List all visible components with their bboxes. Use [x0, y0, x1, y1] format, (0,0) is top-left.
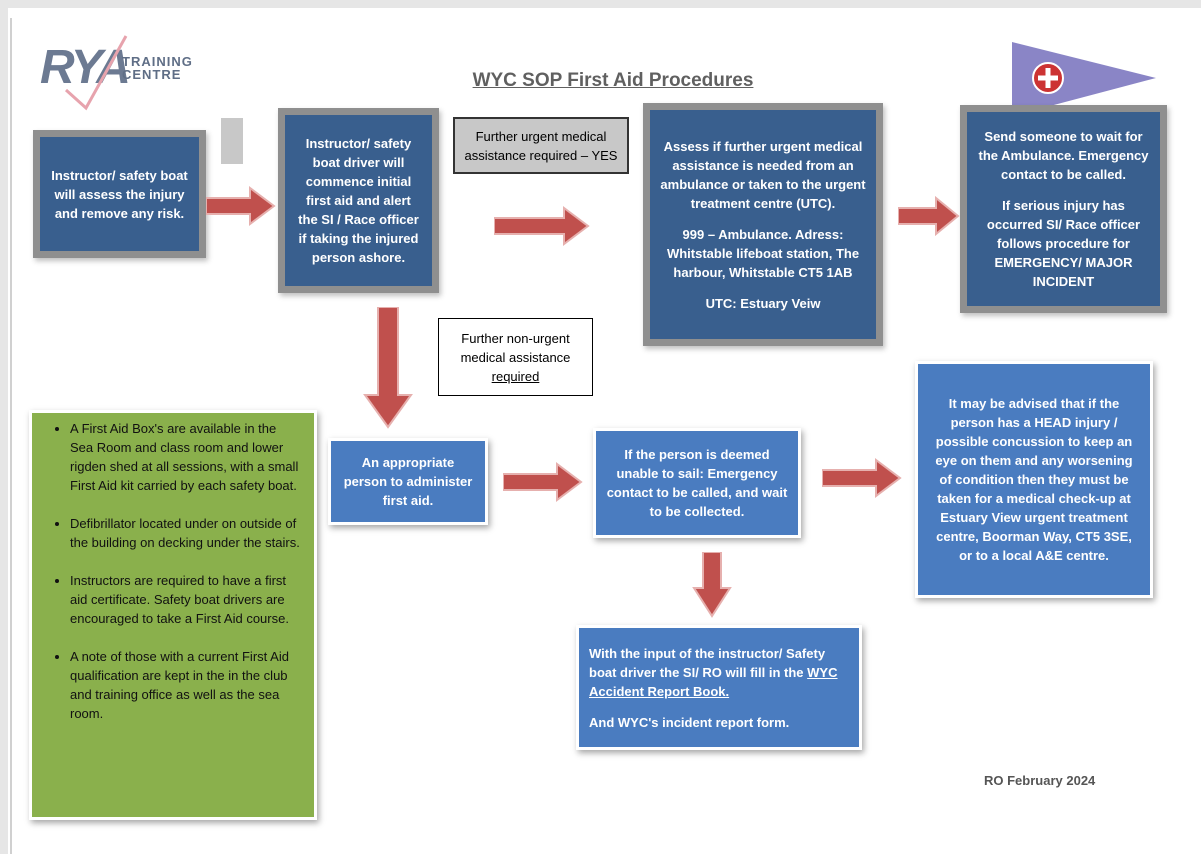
arrow-right-icon [822, 458, 902, 498]
arrow-right-icon [503, 462, 583, 502]
first-aid-notes-panel: A First Aid Box's are available in the S… [29, 410, 317, 820]
arrow-right-icon [206, 186, 276, 226]
gray-marker [221, 118, 243, 164]
urgent-assistance-label: Further urgent medical assistance requir… [453, 117, 629, 174]
appropriate-person-box: An appropriate person to administer firs… [328, 438, 488, 525]
ambulance-para-3: UTC: Estuary Veiw [705, 295, 821, 311]
checkmark-icon [64, 35, 128, 111]
page-edge-line [10, 18, 12, 854]
wait-para-1: Send someone to wait for the Ambulance. … [978, 129, 1149, 182]
arrow-down-icon [692, 552, 732, 618]
logo-line2: CENTRE [122, 67, 182, 82]
ambulance-assessment-box: Assess if further urgent medical assista… [643, 103, 883, 346]
assess-injury-text: Instructor/ safety boat will assess the … [51, 167, 188, 221]
head-injury-text: It may be advised that if the person has… [935, 396, 1133, 563]
non-urgent-line1: Further non-urgent medical assistance [460, 330, 571, 365]
footer-credit: RO February 2024 [984, 773, 1096, 788]
wait-for-ambulance-box: Send someone to wait for the Ambulance. … [960, 105, 1167, 313]
notes-item: A First Aid Box's are available in the S… [70, 419, 302, 495]
ambulance-para-1: Assess if further urgent medical assista… [660, 138, 866, 211]
burgee-flag-icon [1012, 42, 1156, 116]
urgent-assistance-text: Further urgent medical assistance requir… [464, 128, 618, 163]
accident-report-box: With the input of the instructor/ Safety… [576, 625, 862, 750]
wait-para-2: If serious injury has occurred SI/ Race … [986, 198, 1141, 289]
unable-to-sail-box: If the person is deemed unable to sail: … [593, 428, 801, 538]
logo-line1: TRAINING [122, 54, 193, 69]
notes-item: Defibrillator located under on outside o… [70, 514, 302, 552]
head-injury-box: It may be advised that if the person has… [915, 361, 1153, 598]
non-urgent-assistance-label: Further non-urgent medical assistance re… [438, 318, 593, 396]
accident-report-book-link: WYC Accident Report Book. [589, 664, 838, 699]
initial-first-aid-box: Instructor/ safety boat driver will comm… [278, 108, 439, 293]
non-urgent-line2: required [491, 368, 540, 384]
notes-list: A First Aid Box's are available in the S… [42, 419, 302, 723]
arrow-right-icon [898, 196, 960, 236]
initial-first-aid-text: Instructor/ safety boat driver will comm… [298, 136, 419, 265]
notes-item: Instructors are required to have a first… [70, 571, 302, 628]
notes-item: A note of those with a current First Aid… [70, 647, 302, 723]
unable-to-sail-text: If the person is deemed unable to sail: … [606, 447, 788, 519]
report-para-1-text: With the input of the instructor/ Safety… [589, 645, 826, 680]
page-title: WYC SOP First Aid Procedures [472, 70, 754, 91]
assess-injury-box: Instructor/ safety boat will assess the … [33, 130, 206, 258]
ambulance-para-2: 999 – Ambulance. Adress: Whitstable life… [666, 226, 860, 280]
rya-logo: RYA TRAINING CENTRE [40, 32, 210, 112]
arrow-down-icon [363, 307, 413, 429]
report-para-1: With the input of the instructor/ Safety… [589, 644, 849, 701]
arrow-right-icon [494, 206, 590, 246]
report-para-2: And WYC's incident report form. [589, 714, 790, 730]
logo-mark: RYA [40, 41, 131, 94]
appropriate-person-text: An appropriate person to administer firs… [343, 455, 473, 508]
